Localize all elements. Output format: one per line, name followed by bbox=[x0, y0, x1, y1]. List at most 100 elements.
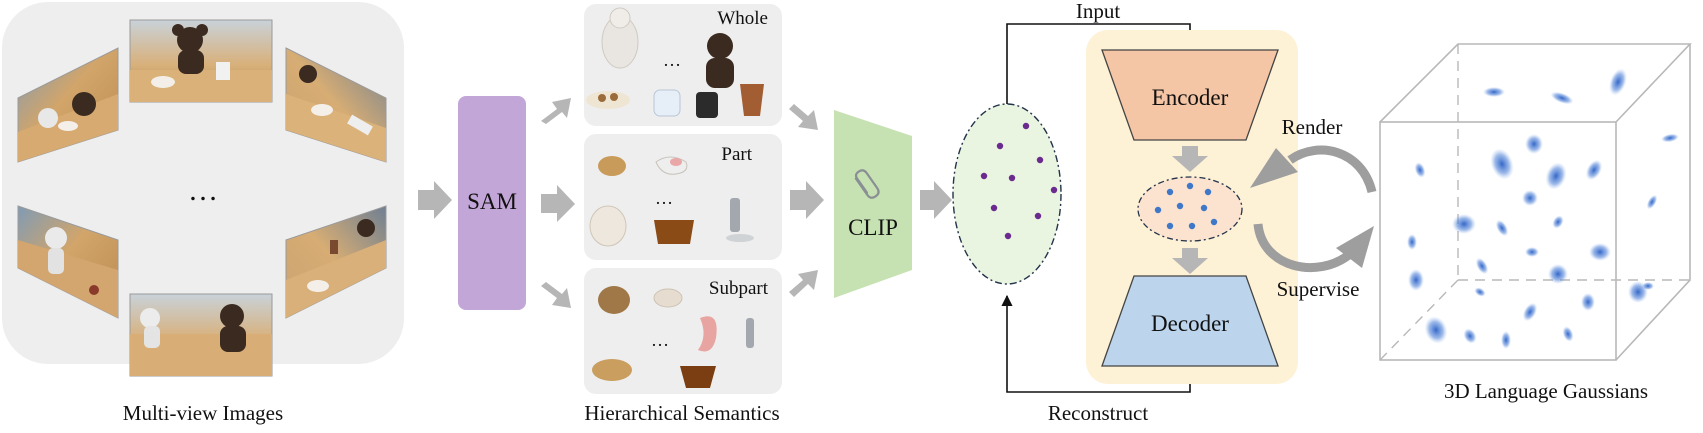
gaussians-caption: 3D Language Gaussians bbox=[1444, 379, 1648, 403]
gaussian-blob bbox=[1463, 328, 1477, 344]
part-ellipsis: … bbox=[655, 188, 673, 208]
latent-dot bbox=[1166, 222, 1174, 230]
arrow-sam-to-whole bbox=[541, 98, 571, 124]
supervise-label: Supervise bbox=[1277, 277, 1360, 301]
gaussian-blob bbox=[1548, 264, 1568, 284]
latent-dot bbox=[1154, 206, 1162, 214]
arrow-part-to-clip bbox=[790, 181, 824, 219]
gaussian-blob bbox=[1545, 162, 1567, 190]
level-part-panel: Part … bbox=[584, 134, 782, 260]
level-subpart-label: Subpart bbox=[709, 278, 769, 299]
encoder-block: Encoder bbox=[1101, 49, 1279, 141]
view-image-top bbox=[129, 19, 273, 103]
arrow-sam-to-part bbox=[541, 185, 575, 222]
gaussian-blob bbox=[1501, 331, 1511, 349]
gaussian-blob bbox=[1550, 91, 1574, 105]
feature-dots bbox=[980, 122, 1058, 240]
gaussian-blob bbox=[1414, 162, 1426, 178]
feature-dot bbox=[1050, 186, 1058, 194]
gaussian-blob bbox=[1474, 287, 1486, 297]
decoder-block: Decoder bbox=[1101, 275, 1279, 367]
latent-dot bbox=[1188, 222, 1196, 230]
gaussian-blob bbox=[1475, 257, 1489, 275]
gaussian-blob bbox=[1522, 190, 1538, 206]
hierarchical-caption: Hierarchical Semantics bbox=[584, 401, 779, 425]
subpart-ellipsis: … bbox=[651, 330, 669, 350]
level-part-label: Part bbox=[721, 144, 752, 165]
autoencoder: Encoder Decoder bbox=[1086, 30, 1298, 384]
view-image-upper-left bbox=[17, 47, 119, 163]
feature-dot bbox=[980, 172, 988, 180]
feature-dot bbox=[1022, 122, 1030, 130]
multi-view-panel: … Multi-view Images bbox=[2, 2, 404, 425]
gaussian-blob bbox=[1581, 293, 1595, 311]
hierarchical-semantics: Whole … Part … bbox=[584, 4, 782, 425]
feature-dot bbox=[1036, 156, 1044, 164]
view-image-lower-right bbox=[285, 205, 387, 319]
render-label: Render bbox=[1282, 115, 1343, 139]
gaussian-blob bbox=[1424, 316, 1448, 344]
level-whole-panel: Whole … bbox=[584, 4, 782, 126]
sam-label: SAM bbox=[467, 189, 517, 214]
feature-dot bbox=[1008, 174, 1016, 182]
arrow-images-to-sam bbox=[418, 181, 452, 219]
gaussian-blob bbox=[1495, 219, 1509, 237]
whole-ellipsis: … bbox=[663, 50, 681, 70]
clip-label: CLIP bbox=[848, 215, 898, 240]
gaussian-blob bbox=[1525, 134, 1543, 154]
latent-dot bbox=[1204, 188, 1212, 196]
latent-dot bbox=[1200, 204, 1208, 212]
gaussian-blob bbox=[1490, 148, 1514, 180]
gaussian-blob bbox=[1525, 247, 1539, 257]
gaussian-blob bbox=[1661, 133, 1679, 143]
gaussian-blob bbox=[1585, 159, 1603, 181]
input-label: Input bbox=[1076, 0, 1120, 23]
arrow-clip-to-features bbox=[920, 181, 952, 219]
gaussian-blobs bbox=[1407, 68, 1679, 349]
gaussian-blob bbox=[1562, 326, 1574, 342]
sam-block: SAM bbox=[458, 96, 526, 310]
gaussian-blob bbox=[1408, 269, 1424, 291]
gaussian-blob bbox=[1646, 194, 1658, 210]
decoder-label: Decoder bbox=[1151, 311, 1229, 336]
latent-dot bbox=[1186, 182, 1194, 190]
arrow-whole-to-clip bbox=[789, 104, 818, 130]
arrow-subpart-to-clip bbox=[789, 270, 818, 297]
view-image-bottom bbox=[129, 293, 273, 377]
view-image-lower-left bbox=[17, 205, 119, 319]
encoder-label: Encoder bbox=[1152, 85, 1229, 110]
gaussian-blob bbox=[1642, 282, 1654, 290]
gaussian-blob bbox=[1589, 243, 1611, 261]
feature-dot bbox=[1034, 212, 1042, 220]
latent-dot bbox=[1166, 188, 1174, 196]
feature-dot bbox=[990, 204, 998, 212]
gaussian-blob bbox=[1552, 215, 1564, 229]
latent-dots bbox=[1154, 182, 1218, 230]
gaussian-cube: 3D Language Gaussians bbox=[1379, 43, 1692, 403]
view-image-upper-right bbox=[285, 47, 387, 163]
gaussian-blob bbox=[1483, 87, 1505, 97]
gaussian-blob bbox=[1522, 302, 1538, 322]
feature-dot bbox=[996, 142, 1004, 150]
render-arrow: Render bbox=[1250, 115, 1377, 194]
gaussian-blob bbox=[1452, 214, 1476, 234]
latent-space bbox=[1137, 176, 1243, 242]
feature-dot bbox=[1004, 232, 1012, 240]
multi-view-ellipsis: … bbox=[188, 174, 218, 207]
arrow-encoder-to-latent bbox=[1172, 146, 1208, 172]
level-whole-label: Whole bbox=[717, 8, 768, 29]
gaussian-blob bbox=[1407, 234, 1417, 250]
gaussian-blob bbox=[1609, 68, 1627, 96]
arrow-sam-to-subpart bbox=[541, 282, 571, 308]
multi-view-caption: Multi-view Images bbox=[123, 401, 283, 425]
arrow-latent-to-decoder bbox=[1172, 248, 1208, 274]
paperclip-icon bbox=[854, 169, 880, 199]
level-subpart-panel: Subpart … bbox=[584, 268, 782, 394]
reconstruct-label: Reconstruct bbox=[1048, 401, 1148, 425]
latent-dot bbox=[1210, 218, 1218, 226]
clip-block: CLIP bbox=[834, 110, 912, 298]
clip-features bbox=[952, 103, 1062, 285]
latent-dot bbox=[1176, 202, 1184, 210]
